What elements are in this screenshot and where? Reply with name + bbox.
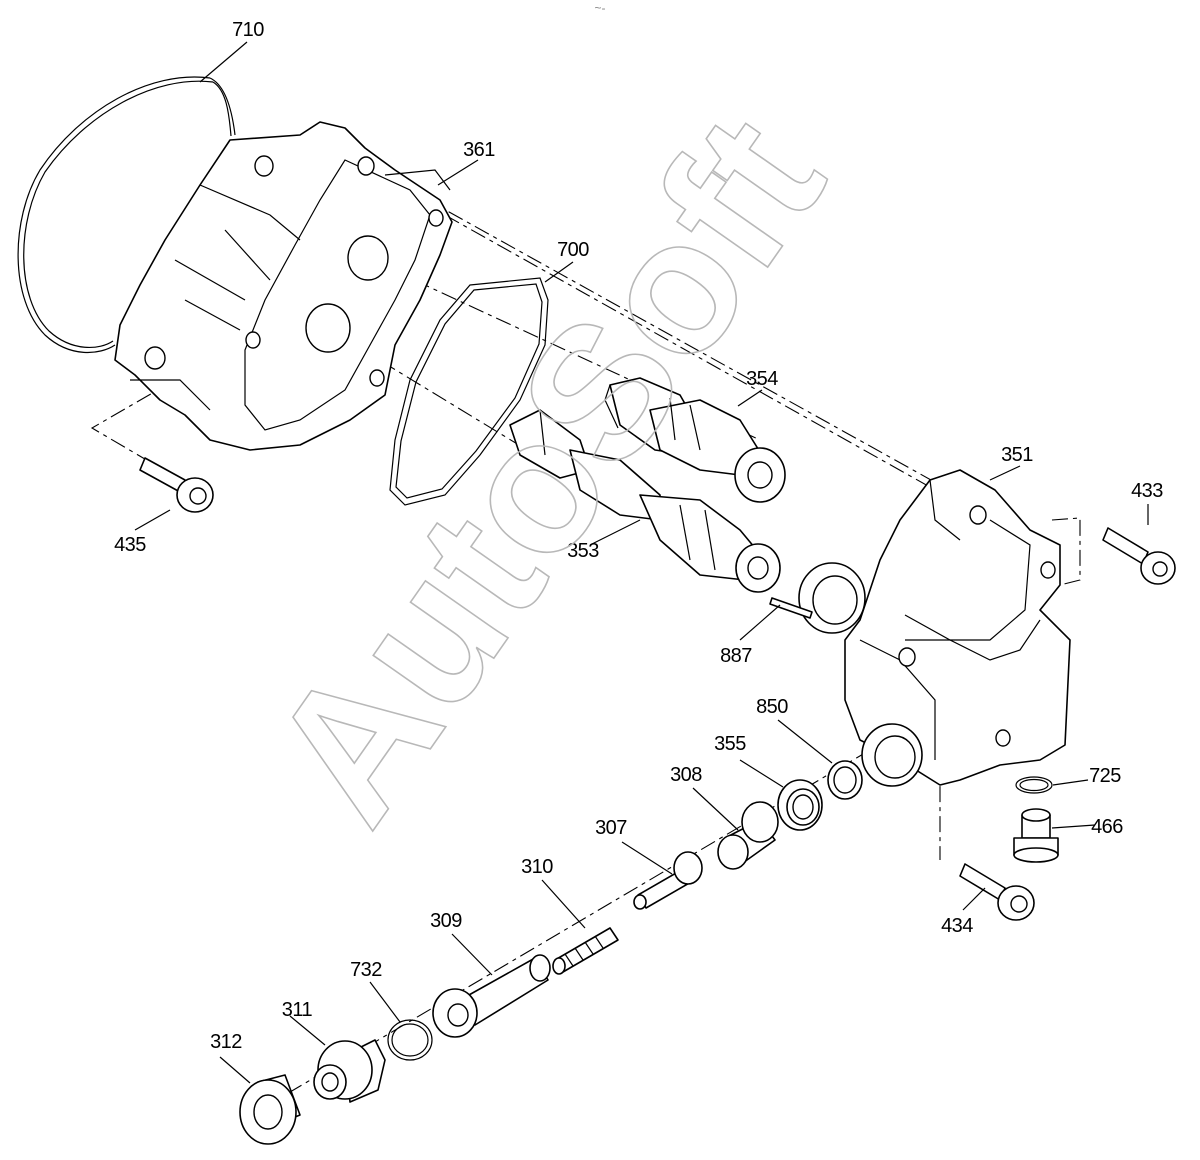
o-ring-725 (1015, 776, 1053, 794)
plug-466 (1013, 808, 1059, 863)
callout-labels: 710 361 700 354 351 433 435 353 887 850 … (114, 19, 1164, 1053)
callout-308: 308 (670, 764, 702, 786)
spring-310 (552, 927, 619, 975)
callout-433: 433 (1131, 480, 1163, 502)
bolt-435 (139, 457, 214, 513)
pin-887 (769, 597, 813, 619)
sleeve-309 (432, 954, 551, 1038)
callout-310: 310 (521, 856, 553, 878)
spool-307 (633, 851, 703, 910)
callout-850: 850 (756, 696, 788, 718)
callout-732: 732 (350, 959, 382, 981)
gear-shaft-354 (604, 377, 786, 503)
callout-351: 351 (1001, 444, 1033, 466)
callout-311: 311 (282, 999, 313, 1021)
seal-850 (827, 760, 863, 800)
callout-434: 434 (941, 915, 973, 937)
callout-700: 700 (557, 239, 589, 261)
callout-355: 355 (714, 733, 746, 755)
gasket-700 (389, 277, 549, 506)
cap-312 (239, 1074, 301, 1145)
seal-355 (777, 779, 823, 831)
callout-725: 725 (1089, 765, 1121, 787)
gear-shaft-353 (509, 409, 781, 593)
callout-710: 710 (232, 19, 264, 41)
leader-lines (134, 41, 1149, 1084)
top-mark: ~- (594, 1, 605, 15)
callout-307: 307 (595, 817, 627, 839)
callout-887: 887 (720, 645, 752, 667)
o-ring-710 (17, 76, 236, 354)
callout-309: 309 (430, 910, 462, 932)
valve-308 (717, 801, 779, 870)
bolt-433 (1102, 527, 1176, 585)
bolt-434 (959, 863, 1035, 921)
callout-361: 361 (463, 139, 495, 161)
callout-354: 354 (746, 368, 778, 390)
callout-353: 353 (567, 540, 599, 562)
rear-cover-361 (114, 121, 453, 451)
o-ring-732 (387, 1019, 433, 1061)
callout-312: 312 (210, 1031, 242, 1053)
callout-435: 435 (114, 534, 146, 556)
plug-311 (313, 1039, 386, 1103)
callout-466: 466 (1091, 816, 1123, 838)
pump-body-351 (798, 469, 1071, 787)
